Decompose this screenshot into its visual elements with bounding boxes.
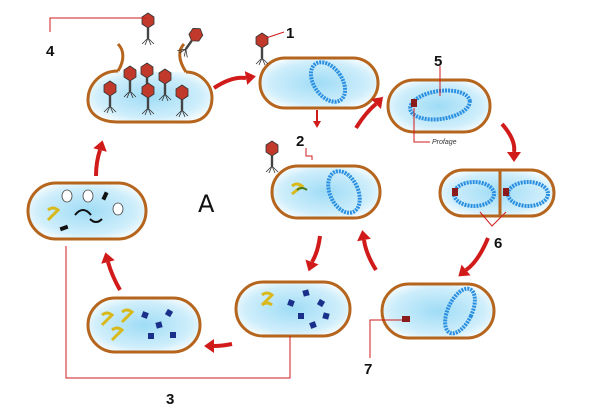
label-center: A xyxy=(198,190,215,218)
cell-injection xyxy=(265,140,382,220)
attachment-to-injection-arrow xyxy=(313,110,321,128)
cell-division xyxy=(438,168,556,218)
cycle-arrow-icon xyxy=(302,259,319,274)
cycle-arrow-icon xyxy=(93,138,110,152)
cycle-arrow-icon xyxy=(507,152,521,162)
cycle-arrow-icon xyxy=(355,228,371,242)
leader-lines xyxy=(49,17,507,379)
label-6: 6 xyxy=(494,235,502,252)
cell-lysis xyxy=(86,42,214,124)
label-profage: Profage xyxy=(432,139,457,146)
label-4: 4 xyxy=(46,43,55,60)
cycle-arrow-icon xyxy=(244,69,258,85)
cycle-arrow-icon xyxy=(98,250,115,264)
cell-maturation xyxy=(26,181,148,241)
cell-assembly xyxy=(86,296,202,354)
cell-prophage xyxy=(386,78,492,134)
cycle-arrow-icon xyxy=(204,339,214,353)
cell-attachment xyxy=(255,32,380,110)
phage-icon xyxy=(176,24,206,59)
label-7: 7 xyxy=(364,361,372,378)
label-2: 2 xyxy=(296,133,304,150)
label-3: 3 xyxy=(166,391,174,408)
cycle-arrows xyxy=(93,69,521,353)
label-1: 1 xyxy=(286,25,294,42)
phage-icon xyxy=(265,140,279,174)
cell-synthesis xyxy=(234,280,352,338)
cell-lysogen xyxy=(380,282,496,340)
label-5: 5 xyxy=(434,53,442,70)
